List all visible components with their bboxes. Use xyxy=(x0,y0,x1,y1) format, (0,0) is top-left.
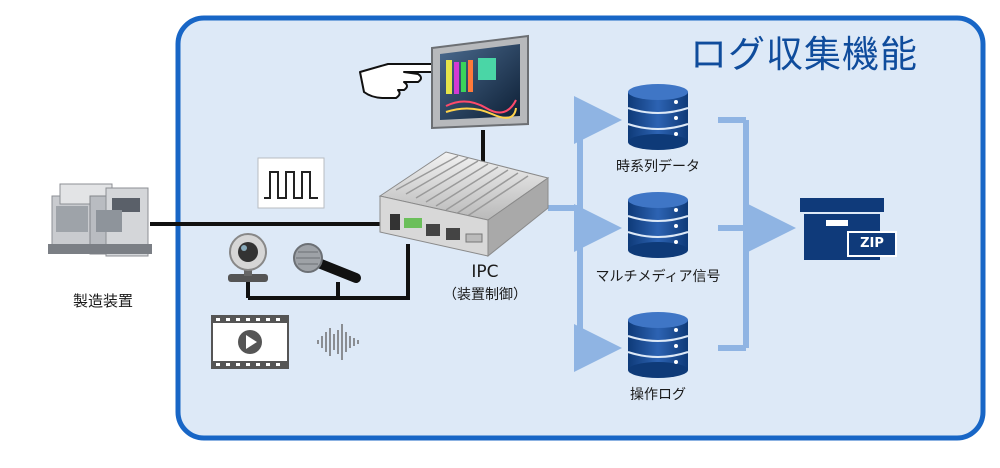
flow-arrows xyxy=(548,96,796,372)
ipc-box-icon xyxy=(378,151,550,258)
video-film-icon xyxy=(211,315,289,369)
webcam-icon xyxy=(228,233,268,282)
zip-label: ZIP xyxy=(860,236,884,251)
database-icon-operation-log xyxy=(627,312,689,378)
ipc-sublabel: （装置制御） xyxy=(443,287,527,303)
cables xyxy=(150,130,485,300)
diagram-title: ログ収集機能 xyxy=(690,33,918,76)
industrial-machine-icon xyxy=(48,183,152,257)
db-label-timeseries: 時系列データ xyxy=(616,159,700,175)
database-icon-timeseries xyxy=(627,84,689,150)
audio-waveform-icon xyxy=(317,324,359,360)
db-label-multimedia: マルチメディア信号 xyxy=(595,269,721,285)
zip-archive-box-icon xyxy=(800,198,897,260)
database-icon-multimedia xyxy=(627,192,689,258)
microphone-icon xyxy=(293,243,361,283)
ipc-label: IPC xyxy=(471,262,499,282)
db-label-operation-log: 操作ログ xyxy=(630,387,686,403)
machine-label: 製造装置 xyxy=(72,292,133,310)
square-wave-icon xyxy=(257,157,325,209)
touch-panel-icon xyxy=(431,34,529,130)
